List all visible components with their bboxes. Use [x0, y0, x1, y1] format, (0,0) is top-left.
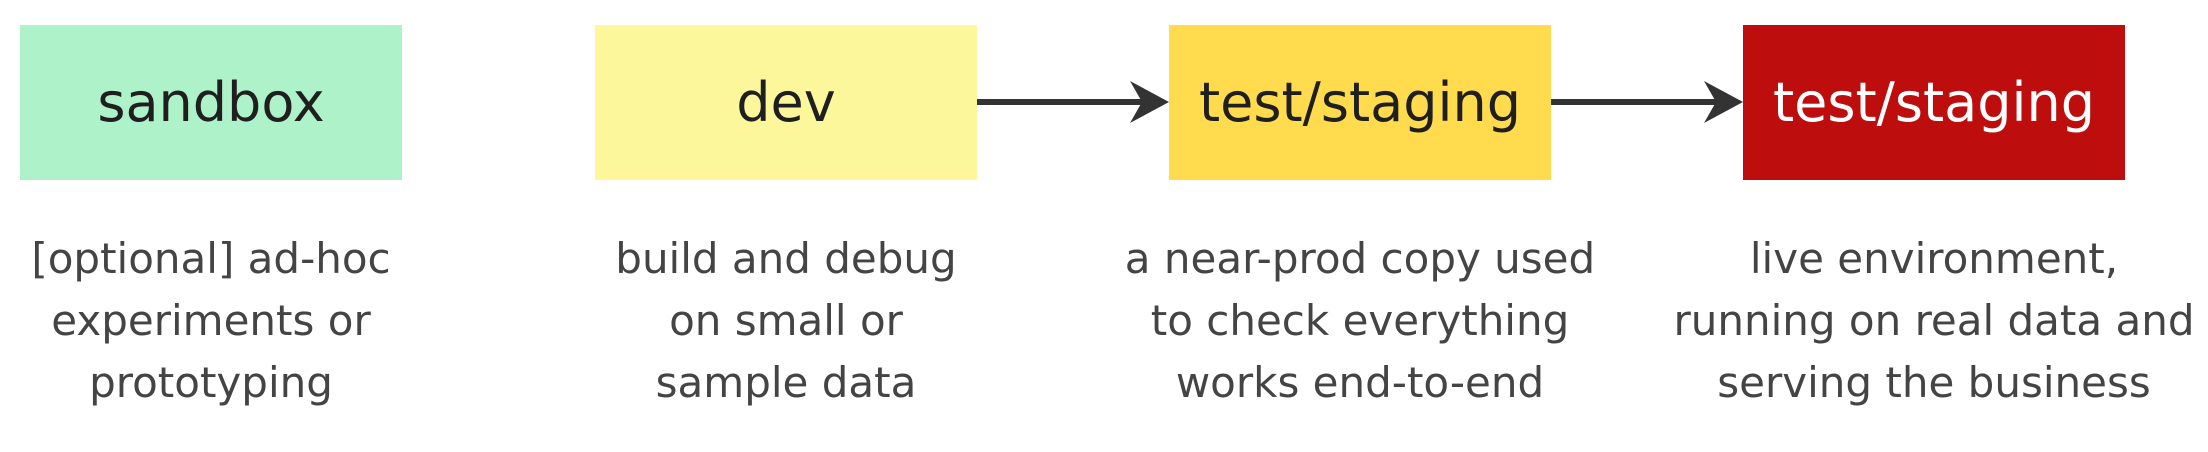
description-line: on small or: [669, 296, 903, 345]
stage-test-staging-label: test/staging: [1198, 71, 1522, 134]
stage-sandbox-box: sandbox: [20, 25, 402, 180]
stage-dev-box: dev: [595, 25, 977, 180]
stage-test-staging-description: a near-prod copy used to check everythin…: [1060, 228, 1660, 414]
stage-dev-description: build and debug on small or sample data: [486, 228, 1086, 414]
description-line: a near-prod copy used: [1124, 234, 1596, 283]
description-line: running on real data and: [1673, 296, 2195, 345]
stage-sandbox-label: sandbox: [97, 71, 325, 134]
description-line: serving the business: [1717, 358, 2151, 407]
description-line: to check everything: [1150, 296, 1570, 345]
description-line: experiments or: [51, 296, 371, 345]
description-line: prototyping: [89, 358, 333, 407]
description-line: [optional] ad-hoc: [31, 234, 391, 283]
stage-prod-description: live environment, running on real data a…: [1634, 228, 2208, 414]
stage-dev-label: dev: [736, 71, 836, 134]
description-line: build and debug: [615, 234, 957, 283]
arrow-dev-to-staging: [977, 81, 1169, 123]
stage-prod-label: test/staging: [1772, 71, 2096, 134]
arrow-staging-to-prod: [1551, 81, 1743, 123]
stage-sandbox-description: [optional] ad-hoc experiments or prototy…: [0, 228, 511, 414]
stage-test-staging-box: test/staging: [1169, 25, 1551, 180]
description-line: sample data: [655, 358, 917, 407]
description-line: live environment,: [1749, 234, 2119, 283]
description-line: works end-to-end: [1175, 358, 1545, 407]
stage-prod-box: test/staging: [1743, 25, 2125, 180]
